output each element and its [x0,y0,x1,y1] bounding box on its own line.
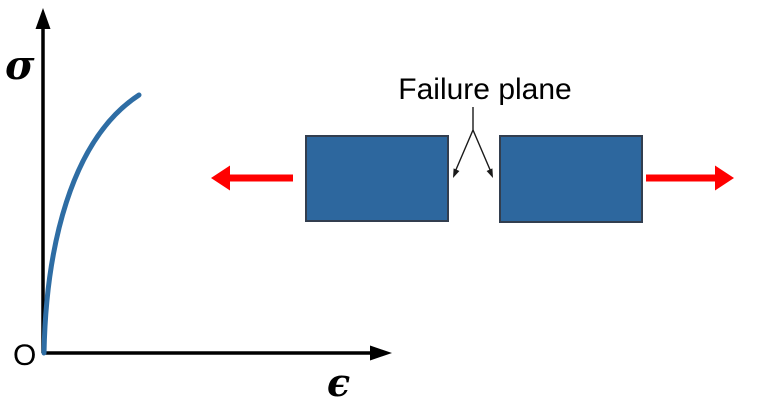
sigma-axis-label: σ [5,42,35,89]
failure-plane-pointer-left [454,107,474,173]
specimen-right-block [499,135,643,223]
failure-plane-pointer-right [472,129,492,173]
epsilon-axis-label: ϵ [327,360,351,404]
failure-plane-pointer-right-arrowhead [486,168,493,178]
epsilon-axis-arrowhead [370,345,392,361]
failure-plane-pointer-left-arrowhead [453,168,460,178]
tension-arrow-left [211,165,293,191]
stress-strain-curve [41,92,142,356]
tension-arrow-right [646,165,734,191]
origin-label: O [13,339,37,372]
sigma-axis-arrowhead [35,8,51,29]
failure-plane-label: Failure plane [398,73,572,106]
specimen-left-block [305,135,449,222]
